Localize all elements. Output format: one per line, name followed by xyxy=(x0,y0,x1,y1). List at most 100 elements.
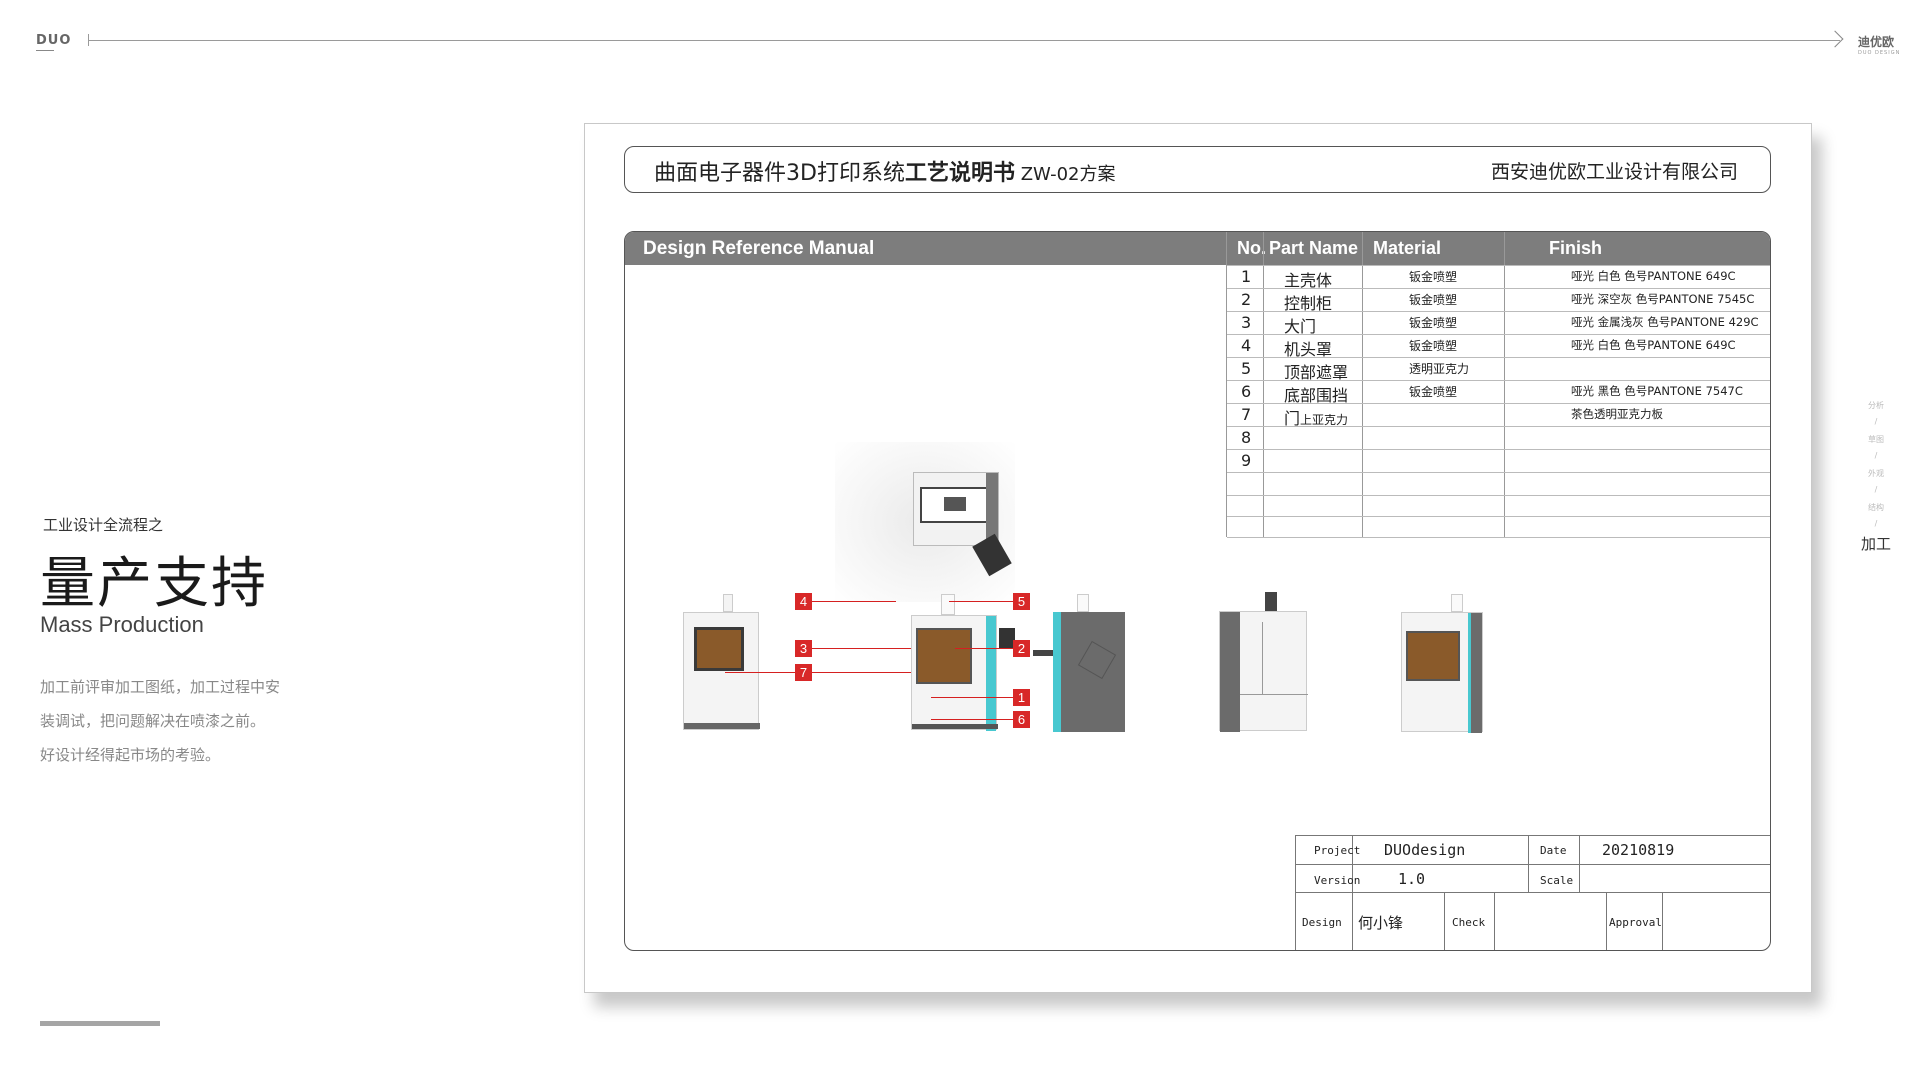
top-cover xyxy=(1077,594,1089,612)
machine-base xyxy=(684,723,760,729)
head-housing xyxy=(913,472,999,547)
version-label: Version xyxy=(1314,874,1361,887)
part-material: 钣金喷塑 xyxy=(1409,316,1458,330)
bottom-accent-bar xyxy=(40,1021,160,1026)
design-label: Design xyxy=(1302,916,1342,929)
document-title-bold: 工艺说明书 xyxy=(904,161,1015,186)
process-step-appearance[interactable]: 外观 xyxy=(1868,469,1884,478)
machine-cabinet-side-view xyxy=(1053,612,1125,732)
part-no: 5 xyxy=(1241,359,1252,378)
callout-line xyxy=(931,697,1013,698)
table-divider xyxy=(1227,472,1770,473)
process-step-analysis[interactable]: 分析 xyxy=(1868,401,1884,410)
brand-name: 迪优欧 xyxy=(1858,35,1895,49)
part-finish: 哑光 金属浅灰 色号PANTONE 429C xyxy=(1571,315,1759,329)
part-name: 控制柜 xyxy=(1284,294,1333,313)
perspective-door-window xyxy=(1406,631,1460,681)
rear-cabinet xyxy=(1220,612,1240,732)
callout-line xyxy=(811,601,896,602)
description-line: 装调试，把问题解决在喷漆之前。 xyxy=(40,712,266,730)
date-label: Date xyxy=(1540,844,1567,857)
title-block-divider xyxy=(1662,892,1663,950)
part-finish: 哑光 深空灰 色号PANTONE 7545C xyxy=(1571,292,1755,306)
callout-tag: 7 xyxy=(795,664,812,681)
table-divider xyxy=(1227,357,1770,358)
door-window xyxy=(694,627,744,671)
table-divider xyxy=(1227,380,1770,381)
table-divider xyxy=(1227,334,1770,335)
title-block-divider xyxy=(1579,836,1580,892)
table-row: 9 xyxy=(1227,449,1770,472)
designer-name: 何小锋 xyxy=(1358,914,1404,932)
monitor-arm xyxy=(1033,650,1053,656)
table-row: 4 机头罩 钣金喷塑 哑光 白色 色号PANTONE 649C xyxy=(1227,334,1770,359)
company-name: 西安迪优欧工业设计有限公司 xyxy=(1490,161,1738,183)
drawing-frame: Design Reference Manual No. Part Name Ma… xyxy=(624,231,1771,951)
col-header-material: Material xyxy=(1373,238,1442,258)
document-code: ZW-02方案 xyxy=(1014,164,1116,185)
part-material: 钣金喷塑 xyxy=(1409,339,1458,353)
table-divider xyxy=(1504,232,1505,537)
table-row: 2 控制柜 钣金喷塑 哑光 深空灰 色号PANTONE 7545C xyxy=(1227,288,1770,313)
callout-tag: 4 xyxy=(795,593,812,610)
manual-label: Design Reference Manual xyxy=(643,238,875,259)
process-step-sketch[interactable]: 草图 xyxy=(1868,435,1884,444)
control-cabinet-accent xyxy=(986,616,996,731)
rear-panel-seam xyxy=(1240,694,1308,695)
part-name: 大门 xyxy=(1284,317,1317,336)
title-block: Project DUOdesign Date 20210819 Version … xyxy=(1295,835,1770,950)
table-divider xyxy=(1227,516,1770,517)
part-name: 顶部遮罩 xyxy=(1284,363,1349,382)
part-no: 8 xyxy=(1241,428,1252,447)
logo-underline xyxy=(36,50,54,51)
top-cover xyxy=(941,594,955,615)
head-core xyxy=(944,497,966,511)
head-window xyxy=(920,487,990,523)
top-cover xyxy=(1451,594,1463,612)
table-divider xyxy=(1263,232,1264,537)
part-finish: 哑光 白色 色号PANTONE 649C xyxy=(1571,338,1736,352)
table-divider xyxy=(1227,403,1770,404)
part-no: 3 xyxy=(1241,313,1252,332)
process-step-processing[interactable]: 加工 xyxy=(1860,535,1891,553)
part-finish: 哑光 白色 色号PANTONE 649C xyxy=(1571,269,1736,283)
machine-front-view xyxy=(911,615,998,731)
brand-subtitle: DUO DESIGN xyxy=(1858,50,1901,56)
machine-side-view xyxy=(683,612,760,730)
table-divider xyxy=(1362,232,1363,537)
chevron-right-icon xyxy=(1826,30,1844,48)
description-line: 好设计经得起市场的考验。 xyxy=(40,746,221,764)
part-no: 1 xyxy=(1241,267,1252,286)
callout-line xyxy=(725,672,911,673)
project-label: Project xyxy=(1314,844,1361,857)
table-row: 8 xyxy=(1227,426,1770,449)
callout-line xyxy=(949,601,1013,602)
description: 加工前评审加工图纸，加工过程中安 装调试，把问题解决在喷漆之前。 好设计经得起市… xyxy=(40,670,340,772)
project-value: DUOdesign xyxy=(1384,841,1466,859)
document-title-main: 曲面电子器件3D打印系统 xyxy=(654,161,905,186)
table-divider xyxy=(1227,495,1770,496)
col-header-part-name: Part Name xyxy=(1269,238,1359,258)
scale-label: Scale xyxy=(1540,874,1574,887)
callout-tag: 3 xyxy=(795,640,812,657)
table-divider xyxy=(1227,537,1770,538)
version-value: 1.0 xyxy=(1398,870,1426,888)
process-document-sheet: 曲面电子器件3D打印系统工艺说明书 ZW-02方案 西安迪优欧工业设计有限公司 … xyxy=(584,123,1812,993)
part-name: 底部围挡 xyxy=(1284,386,1349,405)
document-title-frame: 曲面电子器件3D打印系统工艺说明书 ZW-02方案 西安迪优欧工业设计有限公司 xyxy=(624,146,1771,193)
top-cover xyxy=(1265,592,1277,611)
document-title: 曲面电子器件3D打印系统工艺说明书 ZW-02方案 xyxy=(654,155,1116,187)
table-divider xyxy=(1227,426,1770,427)
table-row: 3 大门 钣金喷塑 哑光 金属浅灰 色号PANTONE 429C xyxy=(1227,311,1770,336)
rear-door-seam xyxy=(1262,622,1263,694)
callout-line xyxy=(811,648,911,649)
date-value: 20210819 xyxy=(1602,841,1675,859)
table-divider xyxy=(1227,288,1770,289)
callout-tag: 1 xyxy=(1013,689,1030,706)
callout-tag: 2 xyxy=(1013,640,1030,657)
page-subtitle: Mass Production xyxy=(40,612,204,637)
title-block-divider xyxy=(1444,892,1445,950)
process-step-structure[interactable]: 结构 xyxy=(1868,503,1884,512)
table-divider xyxy=(1227,449,1770,450)
section-pre-title: 工业设计全流程之 xyxy=(43,516,164,534)
